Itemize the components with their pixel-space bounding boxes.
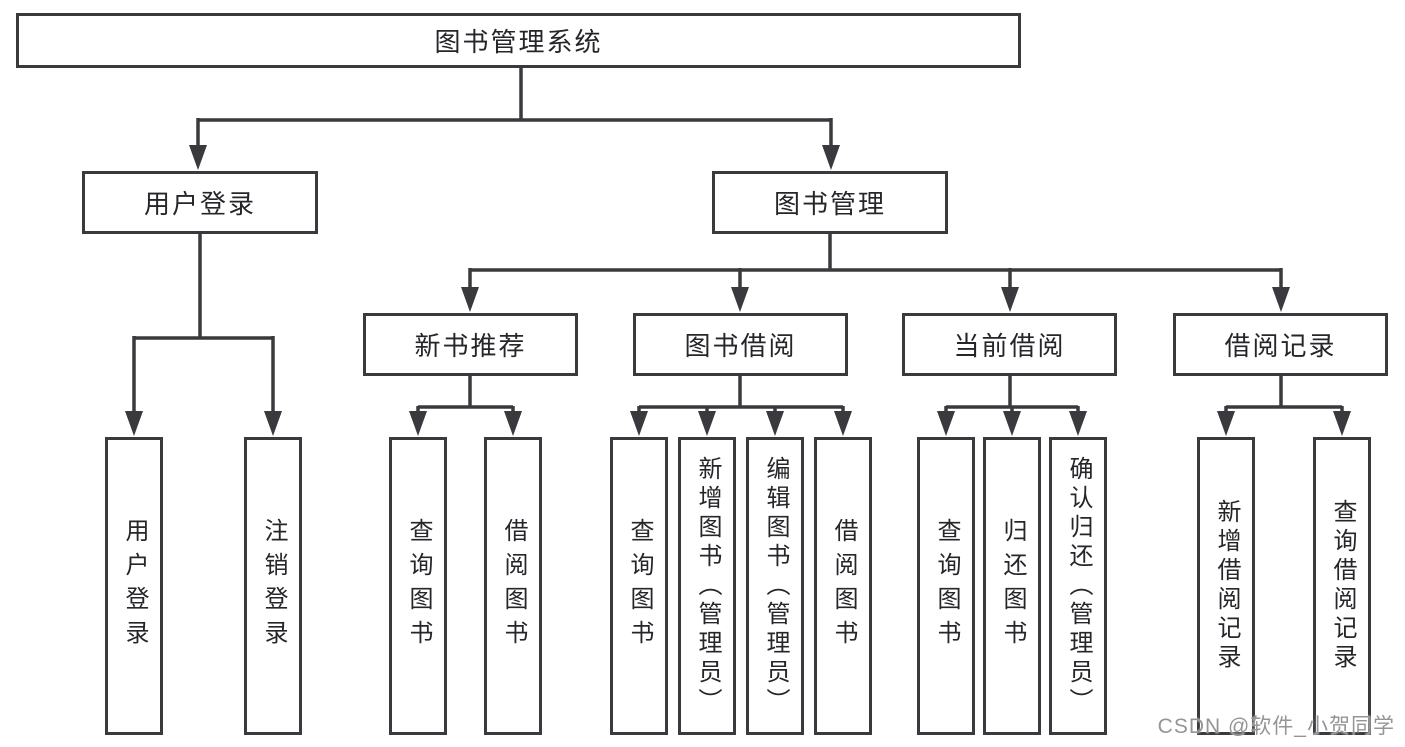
node-book-borrow-label: 图书借阅	[684, 331, 797, 361]
leaf-return-book: 归还图书	[983, 437, 1041, 735]
leaf-query-book-1: 查询图书	[389, 437, 447, 735]
leaf-confirm-return-admin: 确认归还（管理员）	[1049, 437, 1107, 735]
node-user-login: 用户登录	[82, 171, 318, 234]
leaf-add-borrow-record: 新增借阅记录	[1197, 437, 1255, 735]
node-root: 图书管理系统	[16, 13, 1021, 68]
leaf-user-login-label: 用户登录	[121, 518, 148, 654]
leaf-add-book-admin: 新增图书（管理员）	[678, 437, 736, 735]
node-book-mgmt: 图书管理	[712, 171, 948, 234]
node-new-book-recommend-label: 新书推荐	[414, 331, 527, 361]
node-root-label: 图书管理系统	[434, 27, 603, 57]
leaf-logout: 注销登录	[244, 437, 302, 735]
leaf-query-book-2: 查询图书	[610, 437, 668, 735]
node-user-login-label: 用户登录	[143, 189, 256, 219]
csdn-watermark: CSDN @软件_小贺同学	[1157, 715, 1395, 738]
leaf-edit-book-admin: 编辑图书（管理员）	[746, 437, 804, 735]
node-current-borrow: 当前借阅	[902, 313, 1117, 376]
leaf-query-book-3-label: 查询图书	[933, 518, 960, 654]
node-book-borrow: 图书借阅	[633, 313, 848, 376]
leaf-borrow-book-2: 借阅图书	[814, 437, 872, 735]
node-current-borrow-label: 当前借阅	[953, 331, 1066, 361]
leaf-query-borrow-record: 查询借阅记录	[1313, 437, 1371, 735]
leaf-query-book-3: 查询图书	[917, 437, 975, 735]
leaf-user-login: 用户登录	[105, 437, 163, 735]
node-borrow-records-label: 借阅记录	[1224, 331, 1337, 361]
leaf-edit-book-admin-label: 编辑图书（管理员）	[762, 455, 789, 717]
node-borrow-records: 借阅记录	[1173, 313, 1388, 376]
node-book-mgmt-label: 图书管理	[773, 189, 886, 219]
leaf-add-borrow-record-label: 新增借阅记录	[1213, 499, 1240, 673]
leaf-return-book-label: 归还图书	[999, 518, 1026, 654]
leaf-borrow-book-2-label: 借阅图书	[830, 518, 857, 654]
leaf-borrow-book-1: 借阅图书	[484, 437, 542, 735]
leaf-query-borrow-record-label: 查询借阅记录	[1329, 499, 1356, 673]
leaf-confirm-return-admin-label: 确认归还（管理员）	[1065, 455, 1092, 717]
leaf-logout-label: 注销登录	[260, 518, 287, 654]
arrowhead-icons	[125, 145, 1351, 436]
leaf-borrow-book-1-label: 借阅图书	[500, 518, 527, 654]
leaf-add-book-admin-label: 新增图书（管理员）	[694, 455, 721, 717]
leaf-query-book-2-label: 查询图书	[626, 518, 653, 654]
leaf-query-book-1-label: 查询图书	[405, 518, 432, 654]
node-new-book-recommend: 新书推荐	[363, 313, 578, 376]
